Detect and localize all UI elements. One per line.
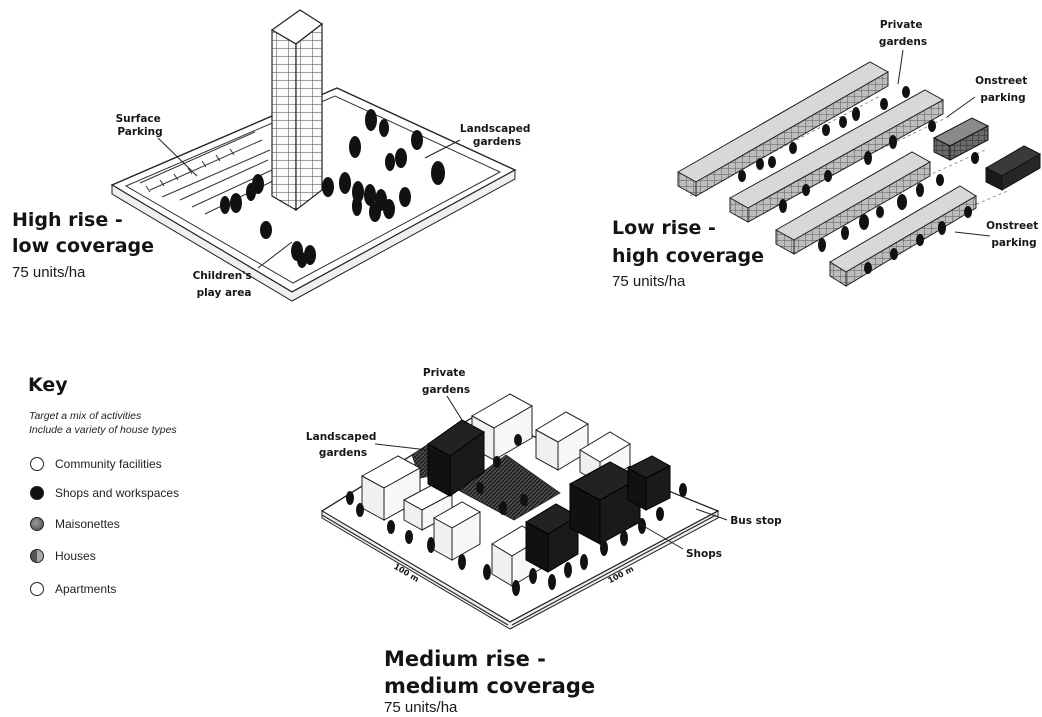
key-item-houses: Houses xyxy=(30,547,96,565)
key-item-label: Houses xyxy=(55,549,96,563)
onstreet-parking-top-label: Onstreet parking xyxy=(975,75,1031,104)
onstreet-parking-bottom-line1: Onstreet xyxy=(986,220,1038,232)
onstreet-parking-bottom-line2: parking xyxy=(991,237,1036,249)
shops-workspaces-swatch xyxy=(30,486,44,500)
medium-landscaped-gardens-line1: Landscaped xyxy=(306,431,376,443)
play-area-line2: play area xyxy=(197,287,252,299)
landscaped-gardens-line1: Landscaped xyxy=(460,123,530,135)
low-rise-density: 75 units/ha xyxy=(612,273,685,291)
onstreet-parking-top-line1: Onstreet xyxy=(975,75,1027,87)
community-facilities-swatch xyxy=(30,457,44,471)
bus-stop-label: Bus stop xyxy=(730,515,782,527)
apartments-swatch xyxy=(30,582,44,596)
medium-landscaped-gardens-label: Landscaped gardens xyxy=(306,431,380,459)
medium-rise-diagram xyxy=(322,394,727,629)
landscaped-gardens-label: Landscaped gardens xyxy=(460,123,534,148)
surface-parking-line1: Surface xyxy=(116,113,161,125)
medium-private-gardens-line2: gardens xyxy=(422,384,470,396)
key-title: Key xyxy=(28,374,68,396)
maisonettes-swatch xyxy=(30,517,44,531)
surface-parking-line2: Parking xyxy=(117,126,162,138)
key-item-shops-workspaces: Shops and workspaces xyxy=(30,484,179,502)
shops-label: Shops xyxy=(686,548,722,560)
landscaped-gardens-line2: gardens xyxy=(473,136,521,148)
low-rise-roads xyxy=(690,96,1010,262)
onstreet-parking-top-line2: parking xyxy=(980,92,1025,104)
high-rise-tower xyxy=(272,10,322,210)
low-rise-small-blocks xyxy=(934,118,1040,190)
key-note-2: Include a variety of house types xyxy=(29,423,177,437)
low-private-gardens-line2: gardens xyxy=(879,36,927,48)
high-rise-title-line1: High rise - xyxy=(12,208,123,233)
key-note-1: Target a mix of activities xyxy=(29,409,141,423)
low-rise-title-line1: Low rise - xyxy=(612,216,716,241)
key-item-label: Shops and workspaces xyxy=(55,486,179,500)
low-private-gardens-line1: Private xyxy=(880,19,923,31)
key-item-community-facilities: Community facilities xyxy=(30,455,162,473)
houses-swatch xyxy=(30,549,44,563)
surface-parking-label: Surface Parking xyxy=(116,113,165,138)
low-rise-title-line2: high coverage xyxy=(612,244,764,269)
play-area-label: Children's play area xyxy=(193,270,256,299)
medium-rise-density: 75 units/ha xyxy=(384,699,457,717)
high-rise-diagram xyxy=(112,10,515,301)
medium-rise-title-line2: medium coverage xyxy=(384,672,595,700)
high-rise-density: 75 units/ha xyxy=(12,264,85,282)
medium-private-gardens-line1: Private xyxy=(423,367,466,379)
medium-private-gardens-label: Private gardens xyxy=(422,367,470,396)
key-item-label: Community facilities xyxy=(55,457,162,471)
medium-rise-title-line1: Medium rise - xyxy=(384,645,546,673)
key-item-maisonettes: Maisonettes xyxy=(30,515,120,533)
high-rise-title-line2: low coverage xyxy=(12,234,154,259)
onstreet-parking-bottom-label: Onstreet parking xyxy=(986,220,1042,249)
key-item-label: Apartments xyxy=(55,582,116,596)
play-area-line1: Children's xyxy=(193,270,252,282)
key-item-apartments: Apartments xyxy=(30,580,116,598)
medium-landscaped-gardens-line2: gardens xyxy=(319,447,367,459)
key-item-label: Maisonettes xyxy=(55,517,120,531)
low-private-gardens-label: Private gardens xyxy=(879,19,927,48)
